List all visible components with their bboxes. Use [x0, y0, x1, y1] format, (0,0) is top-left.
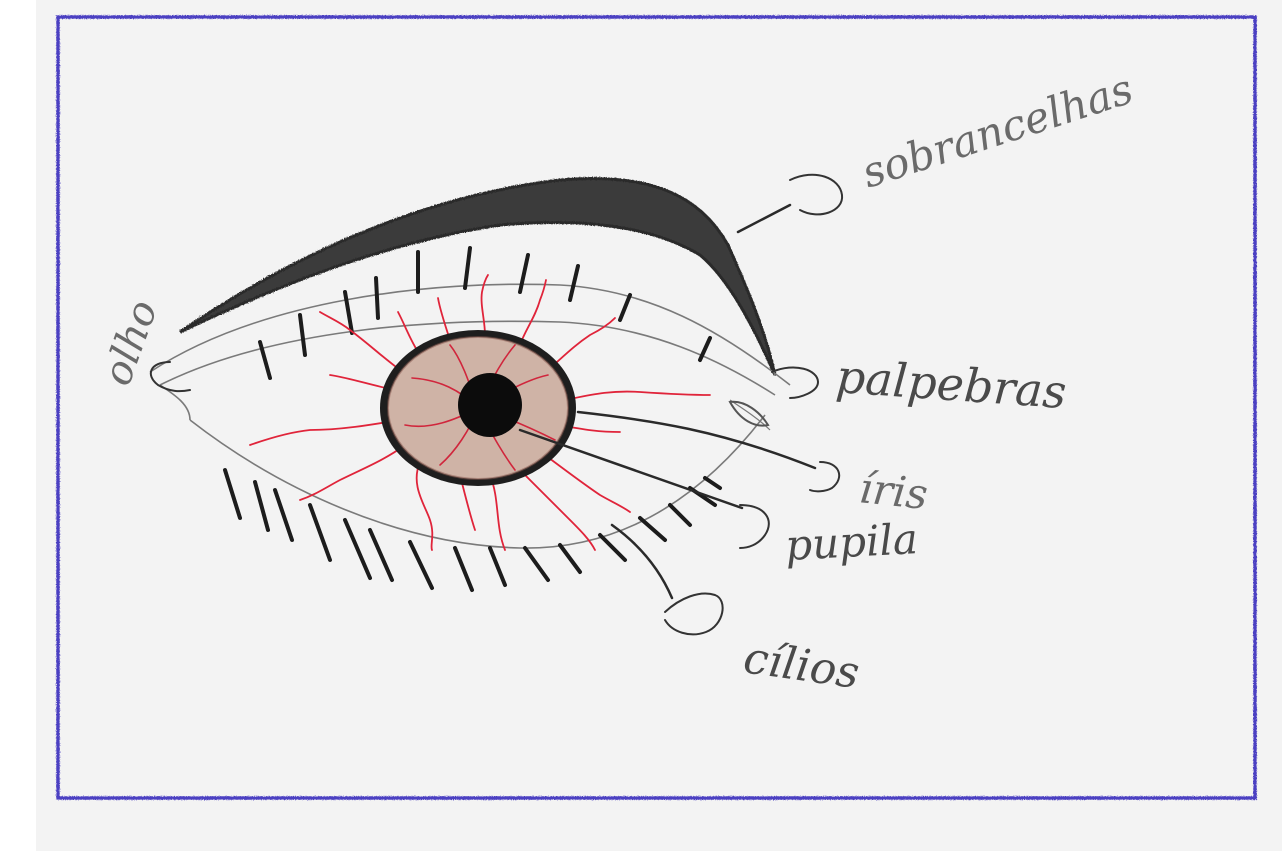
drawing-frame: [58, 17, 1255, 798]
label-iris: íris: [857, 463, 930, 519]
label-sobrancelhas: sobrancelhas: [856, 64, 1139, 198]
label-palpebras: palpebras: [834, 349, 1068, 419]
label-pupila: pupila: [784, 514, 919, 570]
lower-eyelashes: [225, 470, 720, 590]
pupil: [458, 373, 522, 437]
label-olho: olho: [94, 294, 167, 391]
label-cilios: cílios: [740, 632, 862, 699]
